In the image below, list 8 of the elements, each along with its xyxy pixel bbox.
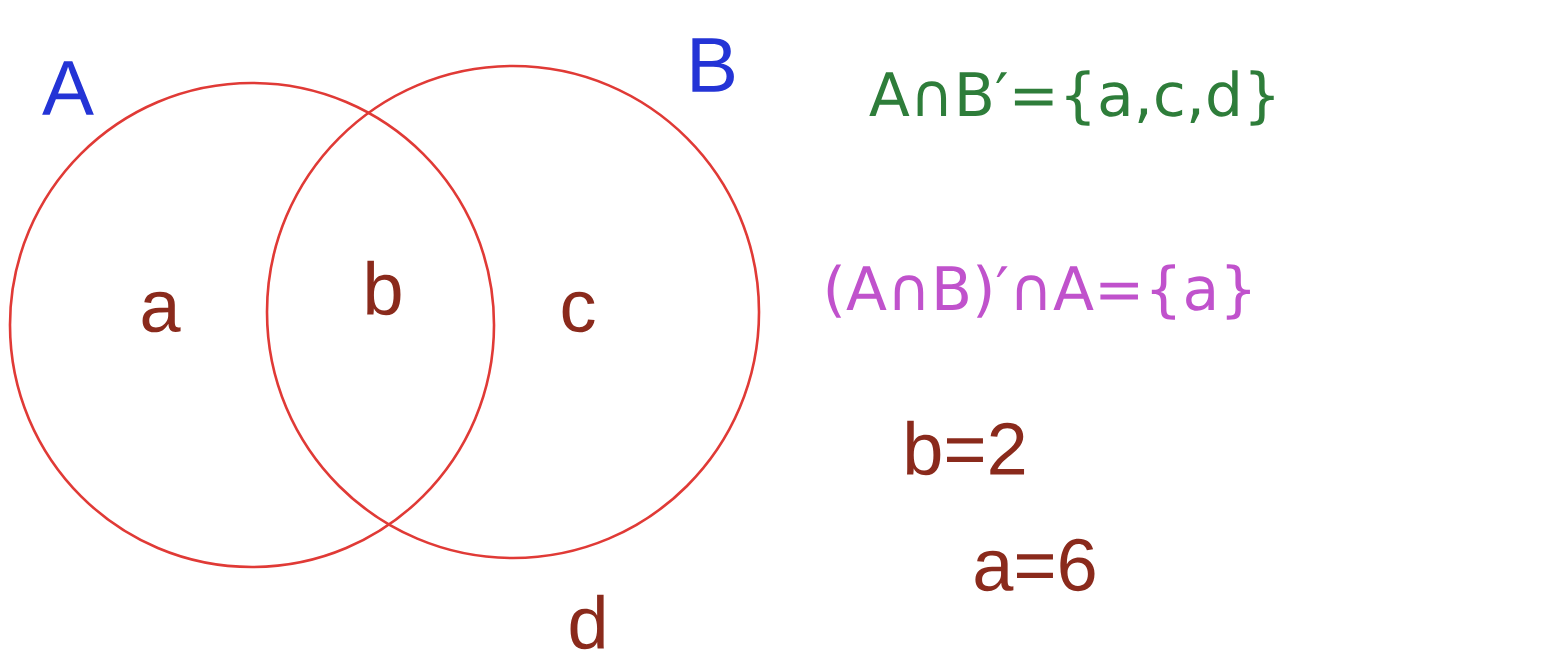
region-letter: b (367, 260, 401, 316)
region-letter: a (142, 291, 181, 333)
set-equation: (A∩B)′∩A={a} (827, 264, 1250, 320)
region-letter: d (570, 594, 604, 650)
value-equation: b=2 (907, 420, 1025, 476)
region-letter: c (562, 291, 595, 333)
value-equation: a=6 (975, 538, 1095, 592)
set-equation: A∩B′={a,c,d} (869, 70, 1274, 126)
